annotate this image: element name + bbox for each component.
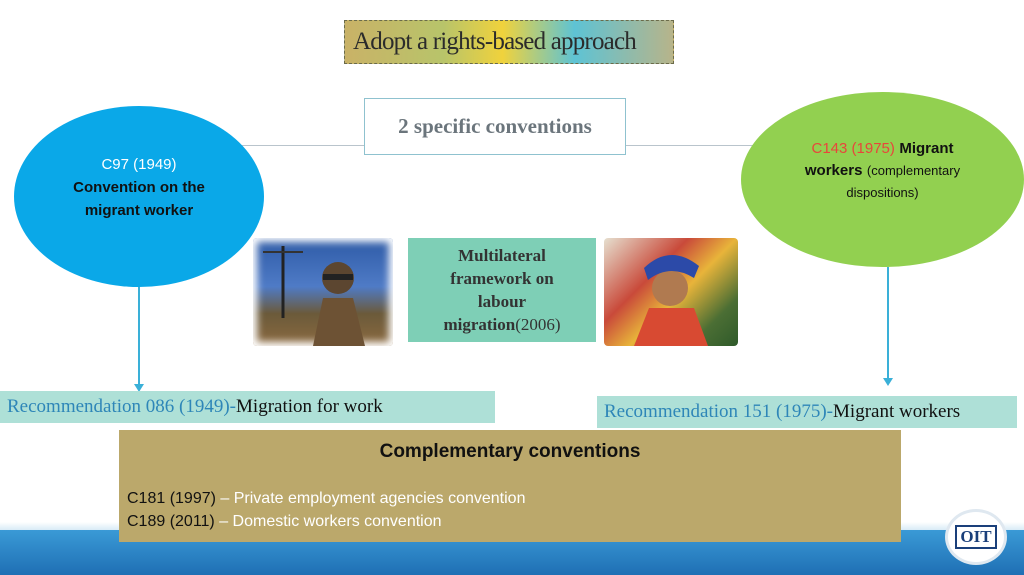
framework-line4: migration (443, 315, 516, 334)
arrow-down-icon (134, 384, 144, 392)
complementary-list: C181 (1997) – Private employment agencie… (127, 487, 893, 533)
migrant-worker-image (604, 238, 738, 346)
framework-line3: labour (477, 292, 527, 311)
c97-convention-ellipse: C97 (1949) Convention on the migrant wor… (14, 106, 264, 287)
c143-code: C143 (1975) (811, 140, 895, 157)
c143-convention-ellipse: C143 (1975) Migrant workers (complementa… (741, 92, 1024, 267)
page-title-box: Adopt a rights-based approach (344, 20, 674, 64)
rec-086-code: Recommendation 086 (1949)- (7, 396, 237, 417)
complementary-conventions-box: Complementary conventions C181 (1997) – … (119, 430, 901, 542)
c143-name2: workers (804, 162, 863, 179)
c97-code: C97 (1949) (101, 156, 177, 173)
arrow-left-line (138, 287, 140, 387)
framework-line1: Multilateral (458, 246, 546, 265)
list-item: C189 (2011) – Domestic workers conventio… (127, 513, 442, 530)
recommendation-151-box: Recommendation 151 (1975)- Migrant worke… (597, 396, 1017, 428)
list-item: C181 (1997) – Private employment agencie… (127, 490, 526, 507)
c143-name: Migrant (899, 140, 954, 157)
page-title: Adopt a rights-based approach (353, 28, 637, 55)
c143-note2: dispositions) (846, 185, 919, 200)
arrow-down-icon (883, 378, 893, 386)
specific-conventions-heading: 2 specific conventions (398, 114, 592, 138)
complementary-title: Complementary conventions (379, 441, 641, 462)
recommendation-086-box: Recommendation 086 (1949)- Migration for… (0, 391, 495, 423)
c143-note1: (complementary (866, 163, 961, 178)
oit-logo: OIT (948, 512, 1004, 562)
rec-151-text: Migrant workers (833, 401, 961, 422)
rec-151-code: Recommendation 151 (1975)- (604, 401, 834, 422)
framework-line2: framework on (450, 269, 554, 288)
framework-year: (2006) (515, 315, 561, 334)
rec-086-text: Migration for work (236, 396, 383, 417)
c97-name-line2: migrant worker (84, 202, 194, 219)
arrow-right-line (887, 267, 889, 379)
c97-name-line1: Convention on the (73, 179, 205, 196)
oit-logo-text: OIT (955, 525, 997, 549)
justice-statue-image (253, 238, 393, 346)
multilateral-framework-box: Multilateral framework on labour migrati… (408, 238, 596, 342)
specific-conventions-box: 2 specific conventions (364, 98, 626, 155)
